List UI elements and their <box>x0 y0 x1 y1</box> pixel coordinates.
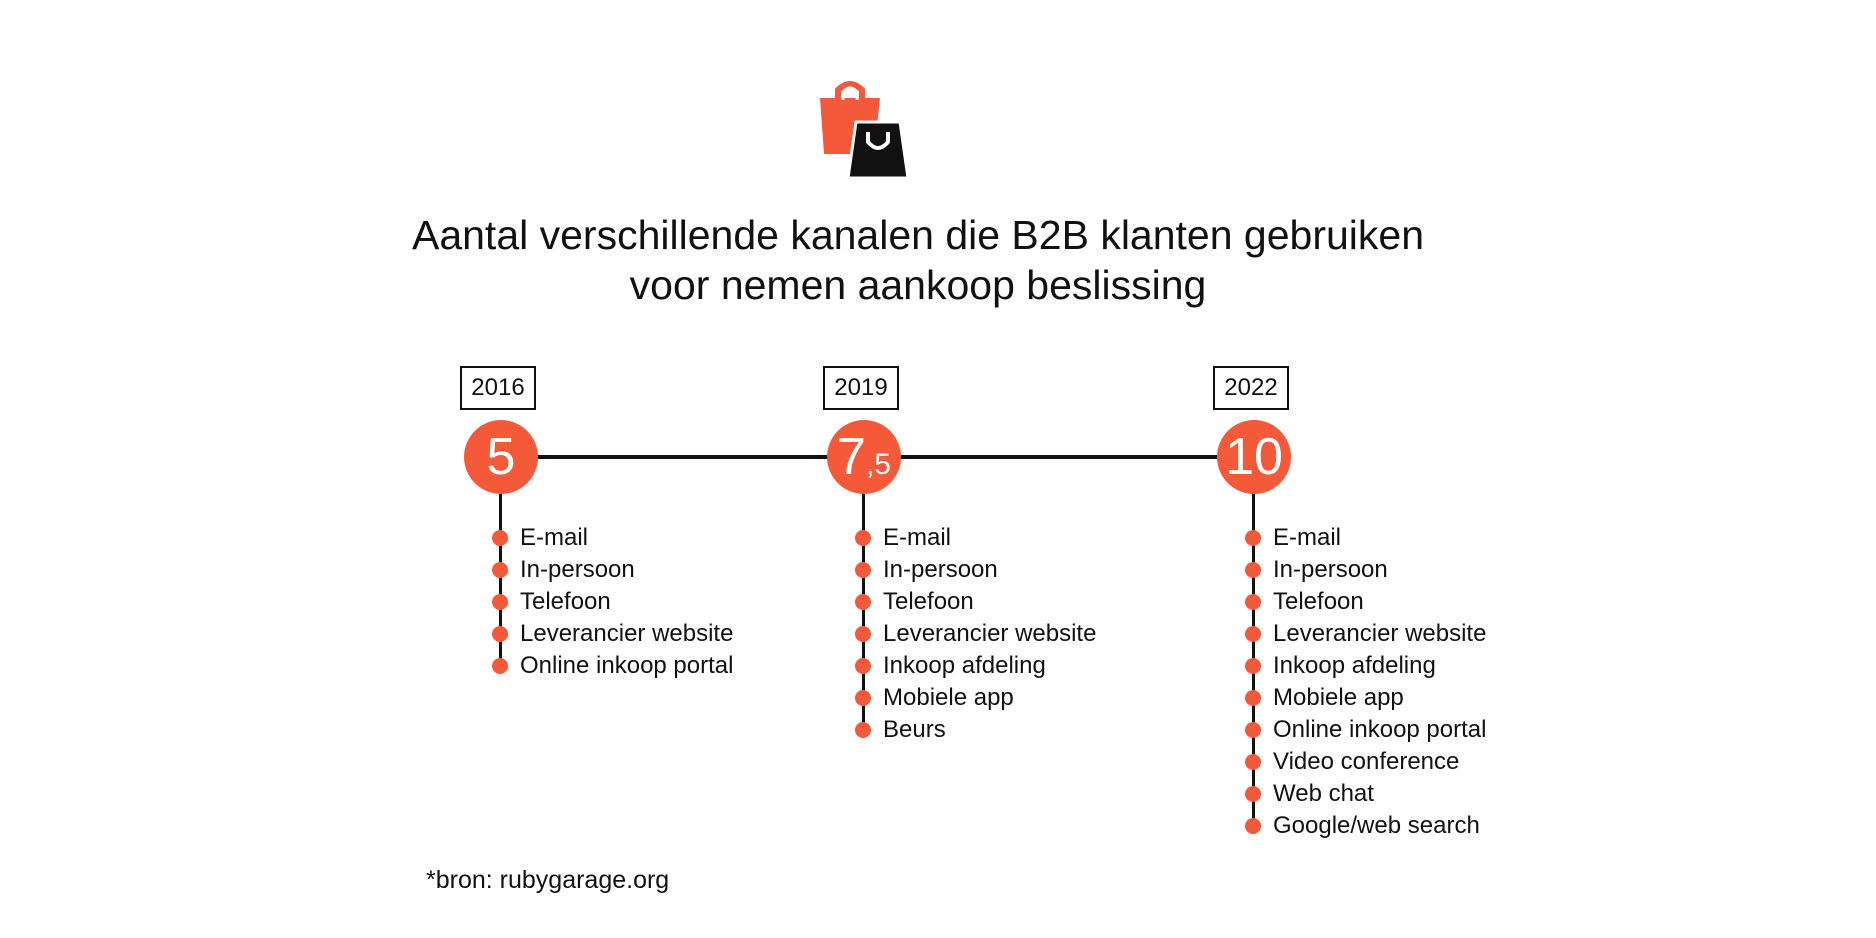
channel-item: Mobiele app <box>855 682 1096 714</box>
page-title: Aantal verschillende kanalen die B2B kla… <box>0 210 1836 310</box>
bullet-dot <box>1245 754 1261 770</box>
channel-item: Google/web search <box>1245 810 1486 842</box>
channel-count-2022: 10 <box>1217 420 1291 494</box>
title-line-2: voor nemen aankoop beslissing <box>629 262 1207 308</box>
channel-label: Leverancier website <box>883 620 1097 647</box>
channel-item: In-persoon <box>1245 554 1486 586</box>
channel-label: Telefoon <box>1273 588 1364 615</box>
channel-label: In-persoon <box>883 556 998 583</box>
channel-label: Leverancier website <box>520 620 734 647</box>
bullet-dot <box>855 562 871 578</box>
bullet-dot <box>492 594 508 610</box>
bullet-dot <box>855 658 871 674</box>
channel-item: Mobiele app <box>1245 682 1486 714</box>
channel-label: In-persoon <box>520 556 635 583</box>
channel-item: Telefoon <box>1245 586 1486 618</box>
bullet-dot <box>855 722 871 738</box>
channel-label: E-mail <box>1273 524 1342 551</box>
bullet-dot <box>1245 658 1261 674</box>
bullet-dot <box>1245 818 1261 834</box>
channel-item: Leverancier website <box>1245 618 1487 650</box>
channel-item: Web chat <box>1245 778 1486 810</box>
channel-item: E-mail <box>492 522 733 554</box>
channel-item: Inkoop afdeling <box>855 650 1096 682</box>
channel-label: E-mail <box>520 524 589 551</box>
channel-label: Online inkoop portal <box>1273 716 1487 743</box>
bullet-dot <box>492 626 508 642</box>
channel-label: Inkoop afdeling <box>883 652 1046 679</box>
source-note: *bron: rubygarage.org <box>426 866 670 894</box>
channel-label: Inkoop afdeling <box>1273 652 1436 679</box>
channel-item: Telefoon <box>855 586 1096 618</box>
stem-2016 <box>499 492 502 672</box>
count-main: 10 <box>1225 428 1283 486</box>
channel-label: Mobiele app <box>883 684 1014 711</box>
channel-item: In-persoon <box>855 554 1096 586</box>
bullet-dot <box>492 530 508 546</box>
bullet-dot <box>1245 722 1261 738</box>
channel-label: In-persoon <box>1273 556 1388 583</box>
channel-label: Google/web search <box>1273 812 1480 839</box>
channel-item: Telefoon <box>492 586 733 618</box>
channel-label: Online inkoop portal <box>520 652 734 679</box>
channel-item: Leverancier website <box>492 618 734 650</box>
year-label-2022: 2022 <box>1213 366 1289 410</box>
year-label-2016: 2016 <box>460 366 536 410</box>
channel-item: Online inkoop portal <box>1245 714 1487 746</box>
bullet-dot <box>855 690 871 706</box>
bullet-dot <box>1245 530 1261 546</box>
bullet-dot <box>855 626 871 642</box>
channel-label: Leverancier website <box>1273 620 1487 647</box>
count-decimal: ,5 <box>865 448 891 481</box>
bullet-dot <box>1245 562 1261 578</box>
channel-label: Telefoon <box>883 588 974 615</box>
title-line-1: Aantal verschillende kanalen die B2B kla… <box>411 212 1424 258</box>
bullet-dot <box>855 530 871 546</box>
channel-label: Web chat <box>1273 780 1374 807</box>
bullet-dot <box>1245 690 1261 706</box>
bullet-dot <box>492 562 508 578</box>
channel-item: In-persoon <box>492 554 733 586</box>
channel-item: Leverancier website <box>855 618 1097 650</box>
channel-item: Video conference <box>1245 746 1486 778</box>
channel-count-2016: 5 <box>464 420 538 494</box>
bullet-dot <box>855 594 871 610</box>
channel-item: E-mail <box>855 522 1096 554</box>
channel-label: Telefoon <box>520 588 611 615</box>
bullet-dot <box>1245 626 1261 642</box>
bullet-dot <box>1245 594 1261 610</box>
channel-item: E-mail <box>1245 522 1486 554</box>
stem-2019 <box>862 492 865 732</box>
bullet-dot <box>1245 786 1261 802</box>
channel-label: Beurs <box>883 716 946 743</box>
count-main: 7 <box>837 428 866 486</box>
channel-item: Beurs <box>855 714 1096 746</box>
channel-item: Inkoop afdeling <box>1245 650 1486 682</box>
channel-item: Online inkoop portal <box>492 650 734 682</box>
channel-label: E-mail <box>883 524 952 551</box>
count-main: 5 <box>486 428 516 486</box>
shopping-bags-icon <box>820 81 910 180</box>
channel-label: Mobiele app <box>1273 684 1404 711</box>
bullet-dot <box>492 658 508 674</box>
channel-count-2019: 7,5 <box>827 420 901 494</box>
year-label-2019: 2019 <box>823 366 899 410</box>
channel-label: Video conference <box>1273 748 1460 775</box>
